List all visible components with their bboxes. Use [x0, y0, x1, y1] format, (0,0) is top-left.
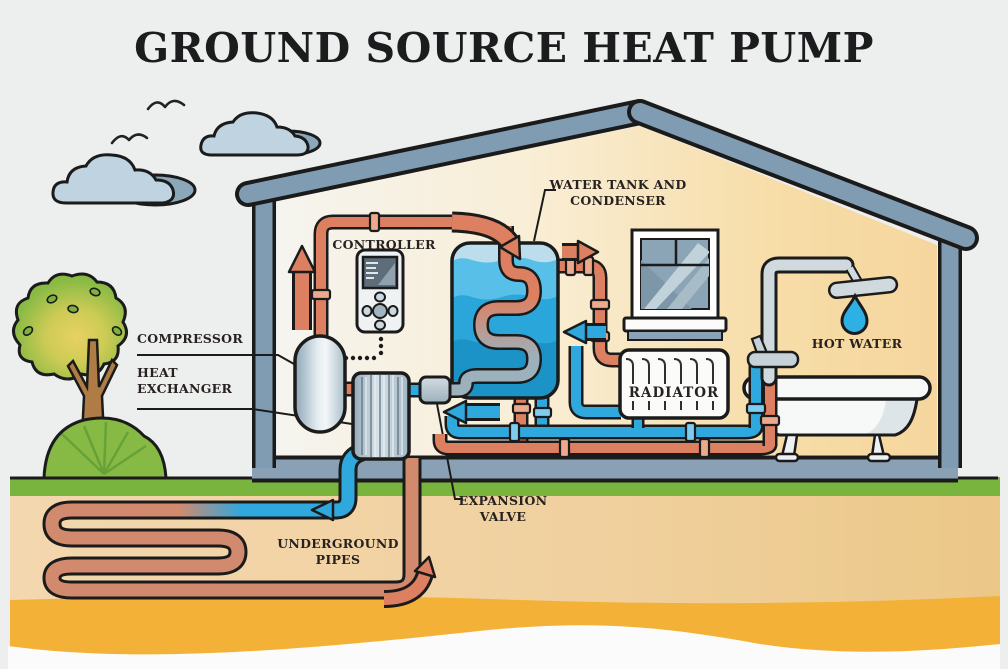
bathtub-rim [742, 375, 932, 401]
roof-left [239, 103, 649, 203]
roof-right [631, 103, 975, 247]
signal-dots [343, 336, 384, 361]
label-controller: CONTROLLER [332, 237, 436, 252]
faucet-mixer [746, 350, 800, 369]
radiator [618, 348, 730, 420]
label-water-tank: WATER TANK AND CONDENSER [549, 177, 687, 208]
bush-streaks [61, 421, 147, 476]
hot-gas-pipe [316, 217, 455, 352]
bottom-wave [8, 625, 1000, 669]
water-tank [450, 211, 606, 400]
flow-arrow-into-tank-icon [498, 234, 522, 261]
ground-pipe-warm [45, 458, 419, 597]
label-heat-exchanger: HEAT EXCHANGER [137, 365, 233, 396]
shower-head-icon [827, 275, 899, 300]
window [622, 228, 728, 341]
hot-floor-pipe [435, 434, 775, 453]
flow-arrow-left-icon [442, 399, 468, 425]
controller-screen-lines [366, 262, 378, 279]
page-title: GROUND SOURCE HEAT PUMP [134, 24, 874, 72]
radiator-label-band [626, 384, 722, 401]
flow-arrow-down-icon [310, 498, 335, 522]
flow-arrow-left-icon [562, 319, 588, 345]
heat-exchanger [351, 371, 411, 461]
cloud-icon [51, 153, 197, 207]
tree-icon [12, 272, 168, 480]
bird-icon [110, 133, 149, 145]
cloud-icon [199, 111, 322, 157]
water-drop-icon [840, 292, 869, 335]
bathroom [742, 256, 932, 463]
expansion-valve [418, 375, 452, 405]
flow-arrow-up-icon [413, 555, 437, 579]
label-hot-water: HOT WATER [811, 336, 903, 351]
controller-remote-icon [343, 248, 405, 361]
compressor [293, 334, 347, 434]
house-frame [235, 99, 979, 483]
flow-arrow-right-icon [576, 239, 600, 265]
flow-arrow-up-icon [287, 244, 317, 274]
cold-floor-pipe [447, 416, 761, 437]
window-sill [622, 316, 728, 333]
tree-trunk [66, 338, 119, 480]
house-pipes [287, 211, 778, 459]
controller-buttons [361, 291, 399, 331]
sky [51, 99, 322, 207]
tree-leaves [22, 287, 123, 336]
radiator-return-pipe [571, 346, 621, 417]
label-expansion-valve: EXPANSION VALVE [458, 493, 548, 524]
bird-icon [146, 99, 186, 111]
label-compressor: COMPRESSOR [137, 331, 244, 346]
window-sill-shadow [627, 330, 723, 341]
label-radiator: RADIATOR [628, 385, 720, 401]
label-underground-pipes: UNDERGROUND PIPES [277, 536, 399, 567]
radiator-fins [625, 358, 714, 410]
